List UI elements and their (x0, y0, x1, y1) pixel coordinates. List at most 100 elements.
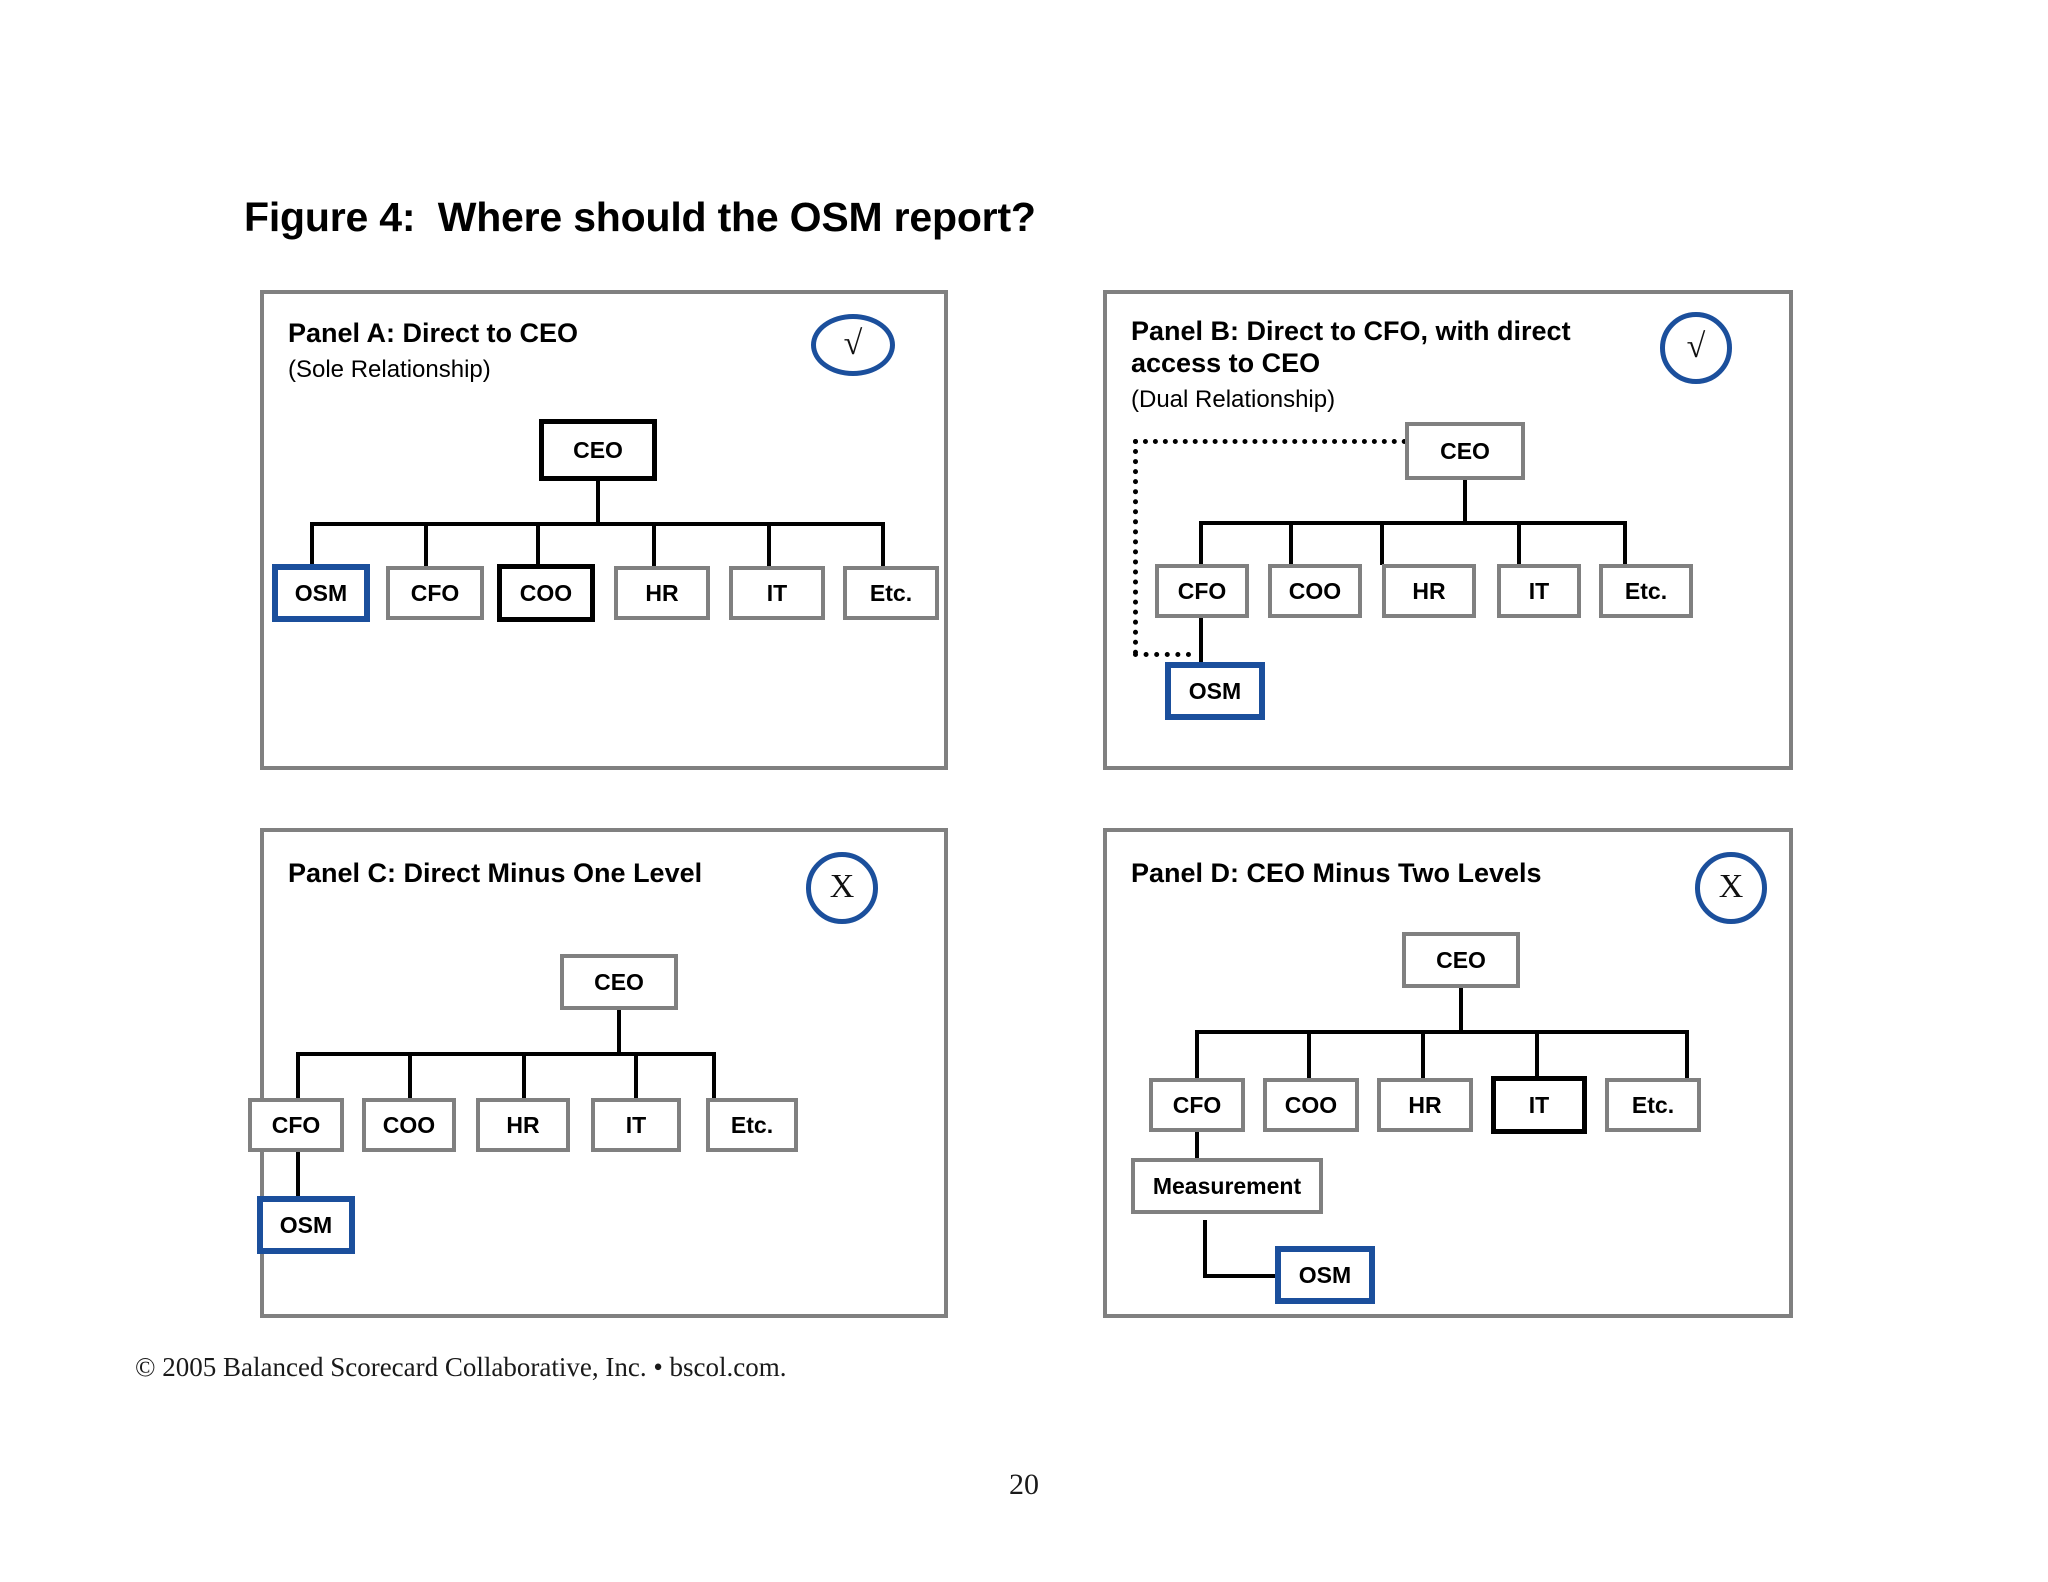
node-label: IT (1528, 1091, 1550, 1118)
node-label: CEO (573, 436, 623, 463)
panel-d-node-ceo: CEO (1402, 932, 1520, 988)
panel-d-verdict-badge: X (1695, 852, 1767, 924)
connector-drop-coo (408, 1052, 412, 1100)
panel-b-node-hr: HR (1382, 564, 1476, 618)
panel-a: Panel A: Direct to CEO (Sole Relationshi… (260, 290, 948, 770)
connector-drop-cfo (424, 522, 428, 566)
node-label: COO (1284, 1091, 1338, 1118)
node-label: Etc. (1624, 577, 1668, 604)
panel-a-subtitle: (Sole Relationship) (288, 356, 491, 383)
dotted-access-top (1133, 439, 1407, 444)
node-label: CFO (1177, 577, 1227, 604)
panel-c-node-cfo: CFO (248, 1098, 344, 1152)
connector-ceo-stem (1463, 480, 1467, 523)
panel-b-verdict-badge: √ (1660, 312, 1732, 384)
panel-a-node-hr: HR (614, 566, 710, 620)
connector-drop-it (1535, 1030, 1539, 1080)
node-label: CFO (1172, 1091, 1222, 1118)
connector-cfo-to-osm (296, 1150, 300, 1202)
node-label: CEO (1436, 946, 1486, 973)
connector-ceo-stem (617, 1010, 621, 1054)
node-label: HR (506, 1111, 540, 1138)
panel-b: Panel B: Direct to CFO, with direct acce… (1103, 290, 1793, 770)
connector-drop-cfo (1195, 1030, 1199, 1080)
connector-bus (296, 1052, 716, 1056)
connector-drop-it (1517, 521, 1521, 565)
panel-d-node-measurement: Measurement (1131, 1158, 1323, 1214)
node-label: OSM (294, 579, 348, 606)
connector-drop-hr (522, 1052, 526, 1100)
panel-c-node-etc: Etc. (706, 1098, 798, 1152)
cross-mark-icon: X (829, 868, 855, 905)
node-label: HR (1408, 1091, 1442, 1118)
node-label: IT (766, 579, 788, 606)
connector-bus (1195, 1030, 1687, 1034)
node-label: Measurement (1152, 1172, 1302, 1199)
node-label: IT (625, 1111, 647, 1138)
connector-bus (310, 522, 884, 526)
panel-a-node-it: IT (729, 566, 825, 620)
node-label: OSM (1188, 677, 1242, 704)
dotted-access-bottom (1133, 652, 1191, 657)
panel-a-verdict-badge: √ (811, 314, 895, 376)
panel-b-node-osm: OSM (1165, 662, 1265, 720)
node-label: COO (519, 579, 573, 606)
connector-bus (1199, 521, 1627, 525)
connector-drop-coo (536, 522, 540, 566)
connector-drop-hr (1380, 521, 1384, 565)
node-label: CFO (271, 1111, 321, 1138)
panel-a-node-etc: Etc. (843, 566, 939, 620)
panel-d-node-coo: COO (1263, 1078, 1359, 1132)
node-label: Etc. (730, 1111, 774, 1138)
panel-b-node-etc: Etc. (1599, 564, 1693, 618)
check-mark-icon: √ (1686, 328, 1706, 365)
connector-ceo-stem (596, 481, 600, 524)
panel-b-title: Panel B: Direct to CFO, with direct acce… (1131, 316, 1571, 378)
panel-d-node-it: IT (1491, 1076, 1587, 1134)
connector-cfo-to-osm (1199, 616, 1203, 666)
connector-drop-osm (310, 522, 314, 566)
check-mark-icon: √ (843, 325, 863, 362)
connector-measurement-elbow (1203, 1274, 1279, 1278)
panel-b-node-it: IT (1497, 564, 1581, 618)
panel-b-node-cfo: CFO (1155, 564, 1249, 618)
node-label: CEO (1440, 437, 1490, 464)
node-label: HR (645, 579, 679, 606)
panel-b-node-coo: COO (1268, 564, 1362, 618)
panel-c: Panel C: Direct Minus One Level X CEO CF… (248, 828, 948, 1318)
connector-drop-etc (1623, 521, 1627, 565)
connector-drop-it (767, 522, 771, 566)
connector-drop-coo (1289, 521, 1293, 565)
connector-drop-cfo (1199, 521, 1203, 565)
cross-mark-icon: X (1718, 868, 1744, 905)
panel-d-node-etc: Etc. (1605, 1078, 1701, 1132)
connector-measurement-stem (1203, 1220, 1207, 1278)
panel-c-node-osm: OSM (257, 1196, 355, 1254)
panel-c-verdict-badge: X (806, 852, 878, 924)
node-label: IT (1528, 577, 1550, 604)
connector-drop-cfo (296, 1052, 300, 1100)
node-label: OSM (279, 1211, 333, 1238)
figure-title: Figure 4: Where should the OSM report? (244, 194, 1036, 240)
panel-c-node-coo: COO (362, 1098, 456, 1152)
dotted-access-left (1133, 439, 1138, 655)
node-label: OSM (1298, 1261, 1352, 1288)
panel-c-node-it: IT (591, 1098, 681, 1152)
node-label: CEO (594, 968, 644, 995)
panel-c-title: Panel C: Direct Minus One Level (288, 858, 703, 888)
panel-d-node-osm: OSM (1275, 1246, 1375, 1304)
panel-d: Panel D: CEO Minus Two Levels X CEO CFO … (1103, 828, 1793, 1318)
panel-b-node-ceo: CEO (1405, 422, 1525, 480)
page-number: 20 (1009, 1468, 1039, 1501)
panel-a-node-ceo: CEO (539, 419, 657, 481)
panel-a-node-osm: OSM (272, 564, 370, 622)
connector-drop-etc (1685, 1030, 1689, 1080)
node-label: COO (382, 1111, 436, 1138)
connector-drop-etc (712, 1052, 716, 1100)
connector-cfo-to-measurement (1195, 1128, 1199, 1160)
connector-drop-etc (881, 522, 885, 566)
connector-drop-coo (1307, 1030, 1311, 1080)
panel-d-node-hr: HR (1377, 1078, 1473, 1132)
node-label: Etc. (1631, 1091, 1675, 1118)
